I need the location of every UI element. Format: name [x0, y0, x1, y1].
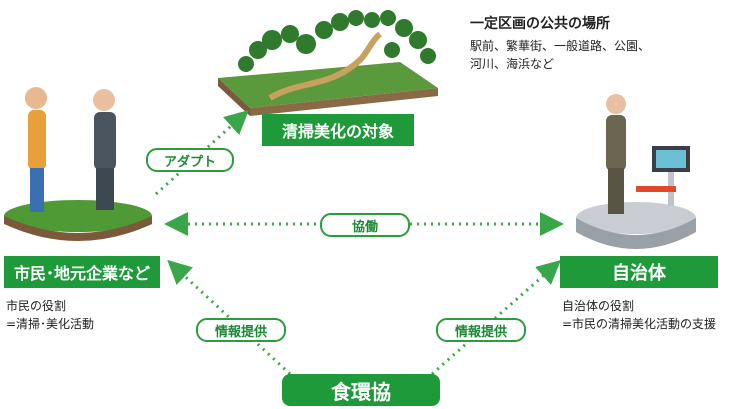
info-pill-left: 情報提供: [196, 318, 286, 342]
info-arrow-right: [431, 260, 561, 376]
adopt-pill: アダプト: [146, 148, 234, 172]
target-heading: 一定区画の公共の場所: [470, 16, 610, 32]
municipality-label: 自治体: [560, 256, 718, 288]
citizens-label: 市民･地元企業など: [4, 256, 160, 288]
association-label: 食環協: [282, 374, 440, 406]
target-places-line2: 河川、海浜など: [470, 57, 555, 71]
target-places-line1: 駅前、繁華街、一般道路、公園、: [470, 39, 651, 53]
municipality-role-line1: 自治体の役割: [562, 299, 635, 313]
info-pill-right: 情報提供: [436, 318, 526, 342]
citizens-role-line1: 市民の役割: [6, 299, 67, 313]
citizens-role-line2: =清掃･美化活動: [6, 317, 95, 331]
cooperation-pill: 協働: [320, 213, 410, 237]
citizens-island-illustration: [4, 87, 152, 241]
municipality-stage-illustration: [576, 94, 696, 249]
park-island-illustration: [218, 10, 438, 116]
target-label: 清掃美化の対象: [262, 114, 414, 146]
municipality-role-line2: =市民の清掃美化活動の支援: [562, 317, 717, 331]
